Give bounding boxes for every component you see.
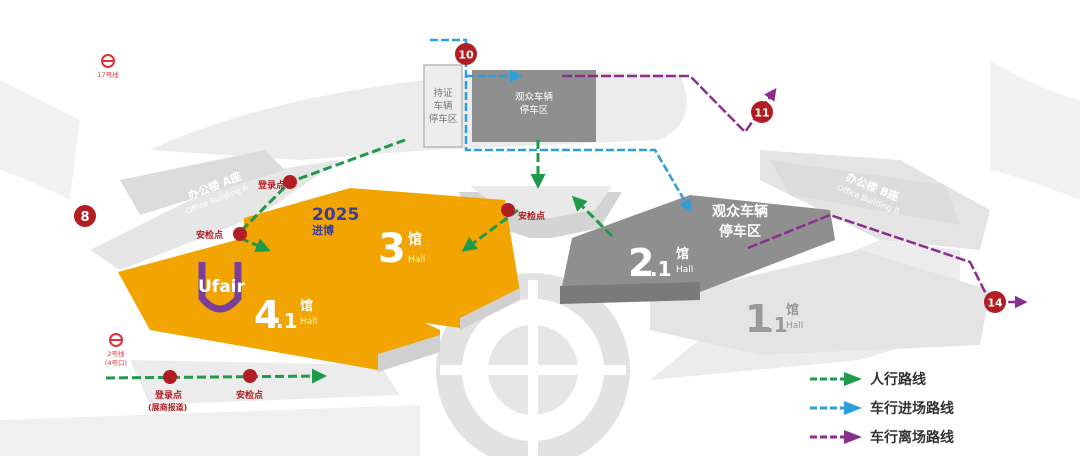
metro-17: 17号线 — [97, 54, 119, 79]
legend-enter: 车行进场路线 — [808, 393, 1078, 422]
gate-10-marker — [455, 43, 477, 65]
hall-3-en: Hall — [408, 255, 425, 265]
exit-arrow-icon — [810, 429, 862, 444]
logo-jinbo: 进博 — [312, 223, 334, 237]
hall-2-1-guan: 馆 — [676, 246, 689, 262]
logo-2025: 2025 — [312, 205, 359, 225]
hall-4-1-sub: .1 — [276, 309, 298, 333]
visitor-parking-north: 观众车辆 停车区 — [472, 70, 596, 142]
logo-ufair: Ufair — [198, 277, 245, 297]
hall-3-num: 3 — [378, 226, 406, 272]
hall-2-1-en: Hall — [676, 265, 693, 275]
hall-4-1-guan: 馆 — [300, 298, 313, 314]
metro-2-label: 2号线 — [107, 349, 125, 358]
register-bottom-note: (展商报道) — [148, 402, 187, 412]
register-point-dot — [283, 175, 297, 189]
gate-8-marker — [74, 205, 96, 227]
gate-markers: 8 10 11 14 — [74, 43, 1006, 313]
hall-4-1-num: 4 — [254, 293, 280, 337]
gate-11-label: 11 — [754, 107, 769, 120]
register-bottom-dot — [163, 370, 177, 384]
hall-2-1-sub: .1 — [650, 257, 672, 281]
gate-14-marker — [984, 291, 1006, 313]
metro-2: 2号线 (4号口) — [105, 333, 127, 367]
security-bottom-dot — [243, 369, 257, 383]
security-center-dot — [501, 203, 515, 217]
visitor-parking-north-l2: 停车区 — [520, 104, 549, 116]
legend-walk: 人行路线 — [808, 364, 1078, 393]
metro-2-exit: (4号口) — [105, 359, 127, 367]
hall-3: 3 馆 Hall 2025 进博 — [244, 188, 520, 330]
gate-11-marker — [751, 101, 773, 123]
legend-walk-label: 人行路线 — [870, 371, 926, 388]
permit-parking: 持证 车辆 停车区 — [423, 64, 463, 148]
visitor-parking-east-l1: 观众车辆 — [712, 203, 768, 220]
legend-enter-label: 车行进场路线 — [870, 400, 954, 417]
security-bottom-label: 安检点 — [236, 389, 263, 401]
gate-14-label: 14 — [987, 297, 1003, 310]
security-point-label: 安检点 — [196, 229, 223, 241]
hall-2-1: 2 .1 馆 Hall 观众车辆 停车区 — [560, 195, 835, 304]
register-bottom-label: 登录点 — [154, 389, 182, 401]
permit-parking-l3: 停车区 — [429, 113, 458, 125]
roundabout — [436, 273, 630, 456]
walk-arrow-icon — [810, 371, 862, 386]
legend-exit: 车行离场路线 — [808, 422, 1078, 451]
hall-4-1: 4 .1 馆 Hall Ufair — [118, 238, 440, 372]
hall-1-1-num: 1 — [745, 297, 771, 341]
permit-parking-l1: 持证 — [433, 87, 453, 99]
visitor-parking-north-l1: 观众车辆 — [515, 91, 554, 103]
visitor-parking-east-l2: 停车区 — [719, 223, 761, 240]
legend: 人行路线 车行进场路线 车行离场路线 — [808, 364, 1078, 451]
security-center-label: 安检点 — [518, 210, 545, 222]
legend-exit-label: 车行离场路线 — [870, 429, 954, 446]
security-point-dot — [233, 227, 247, 241]
hall-1-1: 1 .1 馆 Hall — [650, 250, 990, 355]
checkpoints: 登录点 安检点 安检点 登录点 (展商报道) 安检点 — [148, 175, 545, 412]
metro-17-label: 17号线 — [97, 70, 119, 79]
hall-2-1-num: 2 — [628, 241, 654, 285]
hall-1-1-en: Hall — [786, 321, 803, 331]
vehicle-entry-routes — [430, 38, 692, 213]
gate-10-label: 10 — [458, 49, 474, 62]
hall-1-1-guan: 馆 — [786, 302, 799, 318]
register-point-label: 登录点 — [257, 179, 285, 191]
hall-1-1-sub: .1 — [766, 313, 788, 337]
gate-8-label: 8 — [80, 210, 89, 225]
permit-parking-l2: 车辆 — [433, 100, 453, 112]
hall-3-guan: 馆 — [408, 231, 422, 248]
enter-arrow-icon — [810, 400, 862, 415]
hall-4-1-en: Hall — [300, 317, 317, 327]
